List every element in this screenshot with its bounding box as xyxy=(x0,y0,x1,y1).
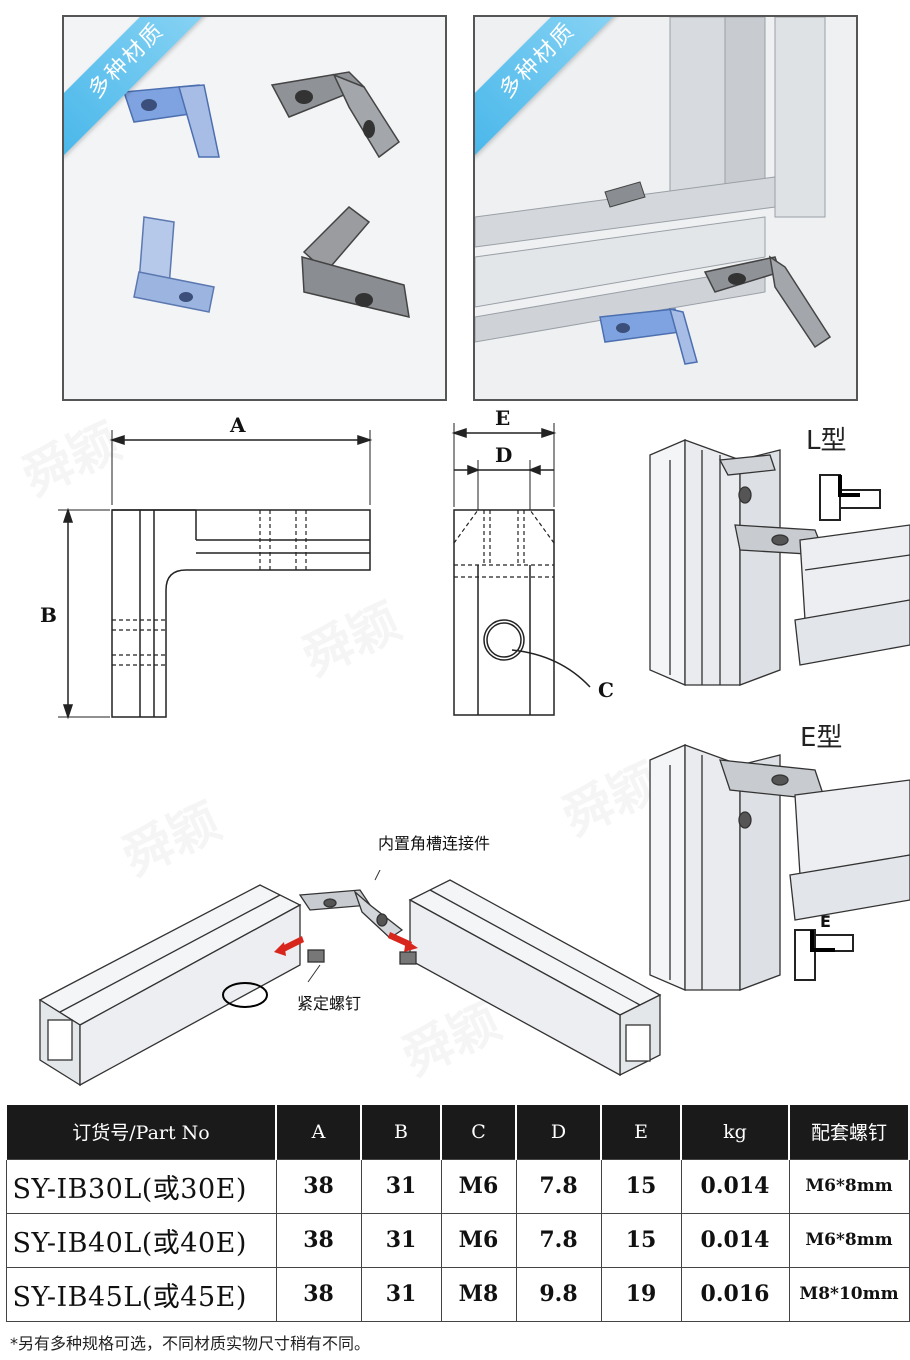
table-cell: 19 xyxy=(600,1266,682,1322)
table-cell: 9.8 xyxy=(515,1266,602,1322)
table-header: E xyxy=(600,1105,682,1159)
table-cell: 31 xyxy=(360,1266,442,1322)
blue-bracket-icon xyxy=(133,216,215,313)
grey-bracket-icon xyxy=(301,206,410,318)
footnote: *另有多种规格可选，不同材质实物尺寸稍有不同。 xyxy=(10,1334,371,1353)
connector-label: 内置角槽连接件 xyxy=(378,834,491,853)
blue-bracket-icon xyxy=(122,84,220,158)
table-cell: 15 xyxy=(600,1158,682,1214)
table-row: SY-IB45L(或45E) 38 31 M8 9.8 19 0.016 M8*… xyxy=(5,1266,910,1322)
e-type-illustration xyxy=(649,744,910,991)
table-cell: 15 xyxy=(600,1212,682,1268)
table-header: B xyxy=(360,1105,442,1159)
l-type-illustration xyxy=(649,439,910,686)
e-type-mark: E xyxy=(820,912,831,931)
table-row: SY-IB30L(或30E) 38 31 M6 7.8 15 0.014 M6*… xyxy=(5,1158,910,1214)
front-view-drawing xyxy=(58,430,373,720)
table-cell: 0.014 xyxy=(680,1212,790,1268)
table-cell: SY-IB45L(或45E) xyxy=(5,1266,277,1322)
assembly-illustration xyxy=(38,870,662,1087)
table-cell: 7.8 xyxy=(515,1158,602,1214)
corner-brackets-photo xyxy=(122,71,410,318)
table-cell: 0.014 xyxy=(680,1158,790,1214)
table-cell: 38 xyxy=(275,1212,362,1268)
e-type-label: E型 xyxy=(800,723,843,753)
l-type-label: L型 xyxy=(806,426,847,456)
table-header: C xyxy=(440,1105,517,1159)
dimension-a-label: A xyxy=(230,413,246,437)
table-header: 配套螺钉 xyxy=(788,1105,910,1159)
dimension-e-label: E xyxy=(495,406,511,430)
table-cell: M6 xyxy=(440,1158,517,1214)
table-cell: 31 xyxy=(360,1212,442,1268)
table-cell: SY-IB30L(或30E) xyxy=(5,1158,277,1214)
dimension-d-label: D xyxy=(495,443,513,467)
side-view-drawing xyxy=(451,423,591,716)
dimension-b-label: B xyxy=(40,603,57,627)
spec-table: 订货号/Part No A B C D E kg 配套螺钉 SY-IB30L(或… xyxy=(5,1105,910,1322)
table-cell: M8*10mm xyxy=(788,1266,910,1322)
table-header-row: 订货号/Part No A B C D E kg 配套螺钉 xyxy=(5,1105,910,1159)
table-header: A xyxy=(275,1105,362,1159)
table-row: SY-IB40L(或40E) 38 31 M6 7.8 15 0.014 M6*… xyxy=(5,1212,910,1268)
table-cell: M6 xyxy=(440,1212,517,1268)
set-screw-label: 紧定螺钉 xyxy=(297,994,362,1013)
table-cell: M6*8mm xyxy=(788,1158,910,1214)
installation-photo-panel: 多种材质 xyxy=(473,15,858,401)
table-cell: 38 xyxy=(275,1266,362,1322)
table-cell: M6*8mm xyxy=(788,1212,910,1268)
table-cell: 0.016 xyxy=(680,1266,790,1322)
table-header: D xyxy=(515,1105,602,1159)
dimension-c-label: C xyxy=(598,678,614,702)
table-cell: 31 xyxy=(360,1158,442,1214)
table-cell: SY-IB40L(或40E) xyxy=(5,1212,277,1268)
table-cell: M8 xyxy=(440,1266,517,1322)
table-cell: 38 xyxy=(275,1158,362,1214)
material-photo-panel: 多种材质 xyxy=(62,15,447,401)
grey-bracket-icon xyxy=(270,71,401,159)
table-header: 订货号/Part No xyxy=(5,1105,277,1159)
table-header: kg xyxy=(680,1105,790,1159)
table-cell: 7.8 xyxy=(515,1212,602,1268)
